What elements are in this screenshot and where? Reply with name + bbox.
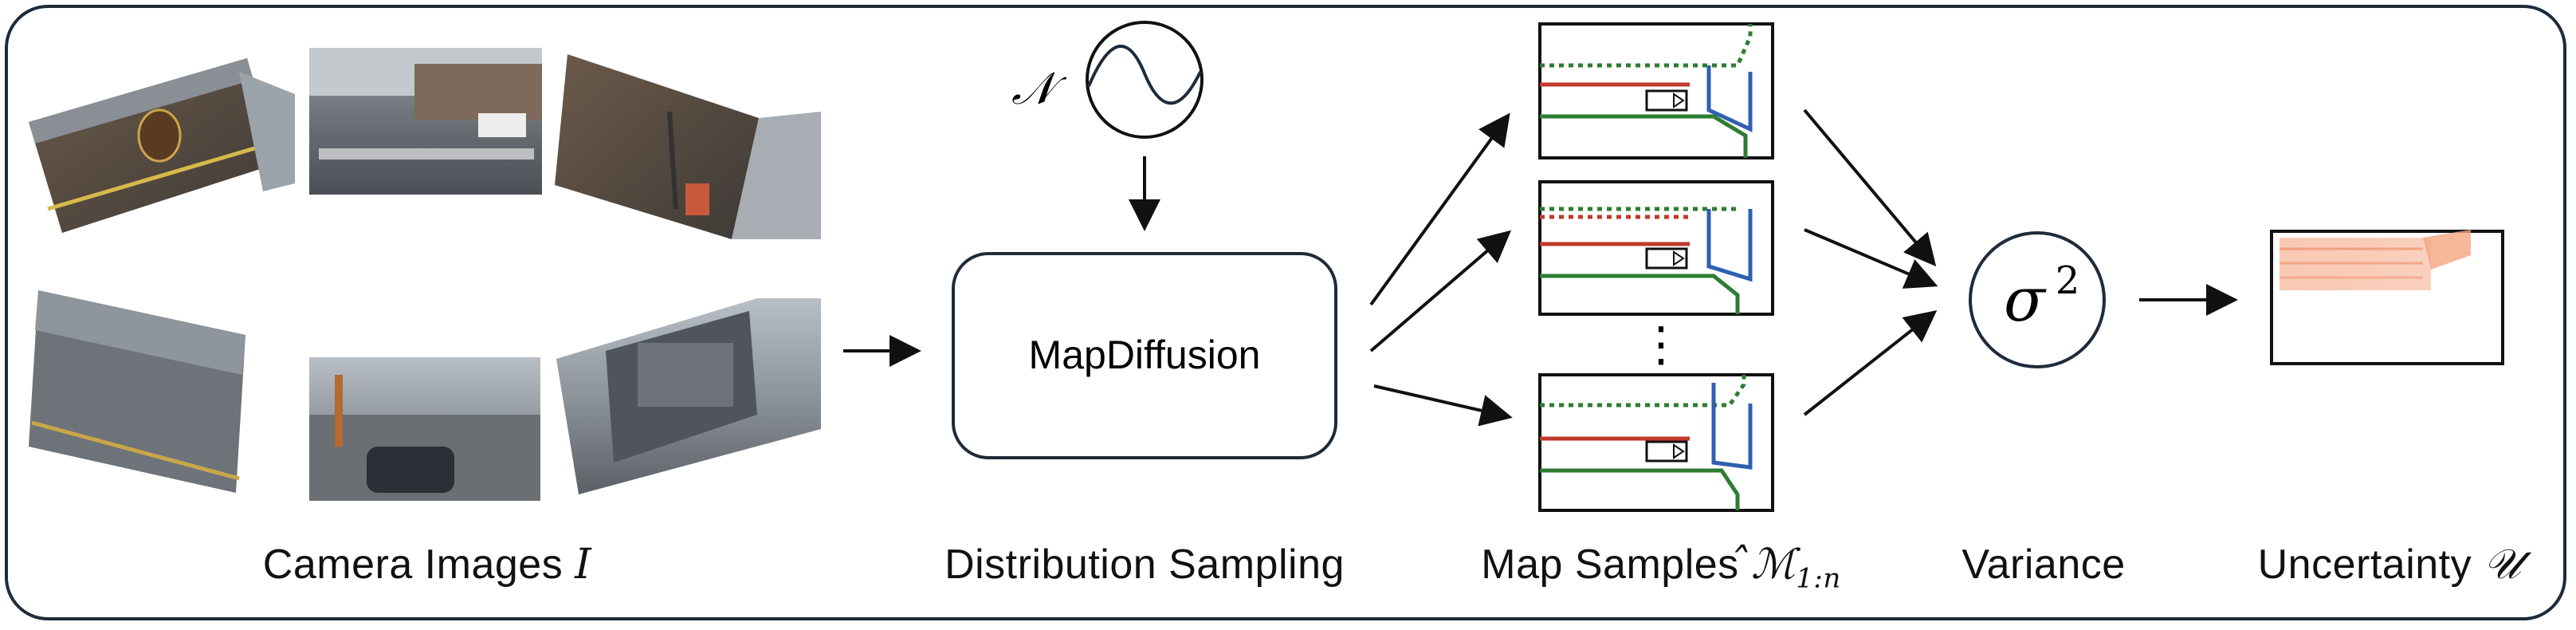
caption-variance: Variance (1961, 541, 2126, 588)
variance-exponent: 2 (2056, 258, 2080, 303)
noise-node: 𝒩 (1011, 21, 1204, 139)
camera-image-front (309, 48, 542, 195)
map-sample-2 (1538, 180, 1774, 316)
map-sample-n (1538, 373, 1774, 512)
camera-image-back-right (556, 298, 821, 494)
camera-images (29, 48, 821, 501)
aggregation-arrows (1803, 108, 1938, 416)
caption-uncertainty: Uncertainty 𝒰 (2257, 541, 2522, 589)
camera-image-front-left (29, 58, 295, 233)
mapdiffusion-label: MapDiffusion (1029, 333, 1261, 377)
camera-image-back-left (29, 290, 245, 493)
camera-image-back (309, 357, 540, 501)
caption-distribution-sampling: Distribution Sampling (944, 541, 1345, 588)
mapdiffusion-box: MapDiffusion (952, 252, 1337, 459)
caption-camera-images: Camera Images I (262, 541, 592, 589)
map-sample-1 (1538, 22, 1774, 159)
uncertainty-map (2270, 230, 2504, 365)
variance-node: σ 2 (1969, 231, 2106, 368)
samples-ellipsis: ⋮ (1637, 317, 1685, 372)
sampling-arrows (1369, 112, 1513, 427)
noise-symbol: 𝒩 (1011, 63, 1067, 115)
caption-map-samples: Map Samples ̂ℳ1:n (1481, 541, 1841, 595)
variance-symbol: σ (2004, 264, 2047, 335)
camera-image-front-right (555, 54, 821, 239)
